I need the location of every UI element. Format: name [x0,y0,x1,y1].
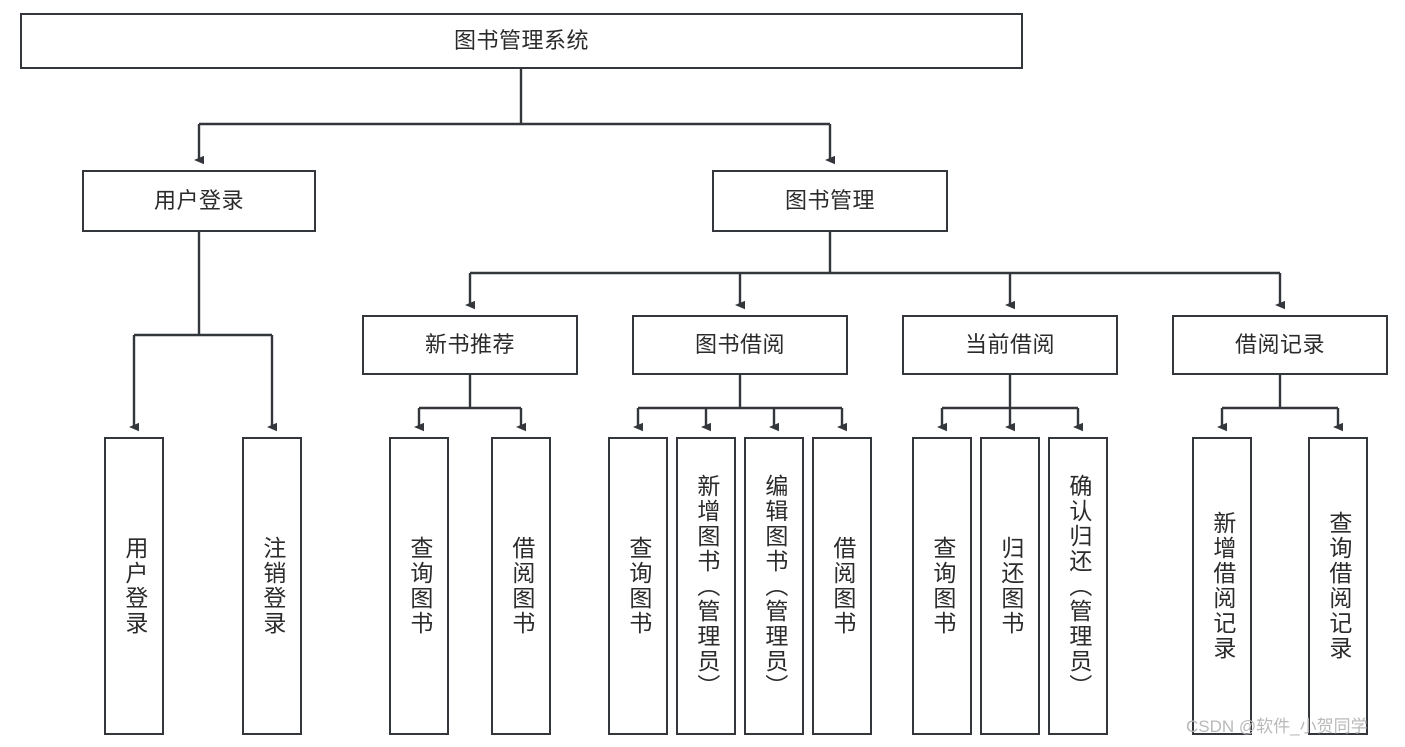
node-label: 编辑图书（管理员） [761,473,788,699]
node-label: 图书借阅 [694,332,785,358]
node-label: 用户登录 [153,188,244,214]
node-user-login[interactable]: 用户登录 [82,170,316,232]
leaf-return-book[interactable]: 归还图书 [980,437,1040,735]
node-borrow-record[interactable]: 借阅记录 [1172,315,1388,375]
leaf-confirm-return-admin[interactable]: 确认归还（管理员） [1048,437,1108,735]
node-label: 归还图书 [997,536,1024,636]
watermark-csdn: CSDN @软件_小贺同学 [1186,717,1368,736]
node-label: 新增图书（管理员） [693,473,720,699]
leaf-borrow-book-recommend[interactable]: 借阅图书 [491,437,551,735]
node-label: 查询图书 [406,536,433,636]
node-label: 借阅图书 [508,536,535,636]
node-label: 借阅记录 [1234,332,1325,358]
leaf-add-borrow-record[interactable]: 新增借阅记录 [1192,437,1252,735]
node-book-borrow[interactable]: 图书借阅 [632,315,848,375]
leaf-query-book-current[interactable]: 查询图书 [912,437,972,735]
node-current-borrow[interactable]: 当前借阅 [902,315,1118,375]
node-label: 用户登录 [121,536,148,636]
node-label: 注销登录 [259,536,286,636]
leaf-query-book-recommend[interactable]: 查询图书 [389,437,449,735]
leaf-query-book-borrow[interactable]: 查询图书 [608,437,668,735]
node-label: 图书管理 [784,188,875,214]
leaf-query-borrow-record[interactable]: 查询借阅记录 [1308,437,1368,735]
node-label: 确认归还（管理员） [1065,473,1092,699]
leaf-borrow-book[interactable]: 借阅图书 [812,437,872,735]
node-label: 查询图书 [929,536,956,636]
node-new-book-recommend[interactable]: 新书推荐 [362,315,578,375]
leaf-add-book-admin[interactable]: 新增图书（管理员） [676,437,736,735]
leaf-logout-login[interactable]: 注销登录 [242,437,302,735]
node-root-book-management-system[interactable]: 图书管理系统 [20,13,1023,69]
node-book-management[interactable]: 图书管理 [712,170,948,232]
leaf-edit-book-admin[interactable]: 编辑图书（管理员） [744,437,804,735]
node-label: 查询借阅记录 [1325,511,1352,661]
node-label: 图书管理系统 [453,28,589,54]
node-label: 查询图书 [625,536,652,636]
node-label: 当前借阅 [964,332,1055,358]
node-label: 新书推荐 [424,332,515,358]
node-label: 借阅图书 [829,536,856,636]
node-label: 新增借阅记录 [1209,511,1236,661]
leaf-user-login[interactable]: 用户登录 [104,437,164,735]
